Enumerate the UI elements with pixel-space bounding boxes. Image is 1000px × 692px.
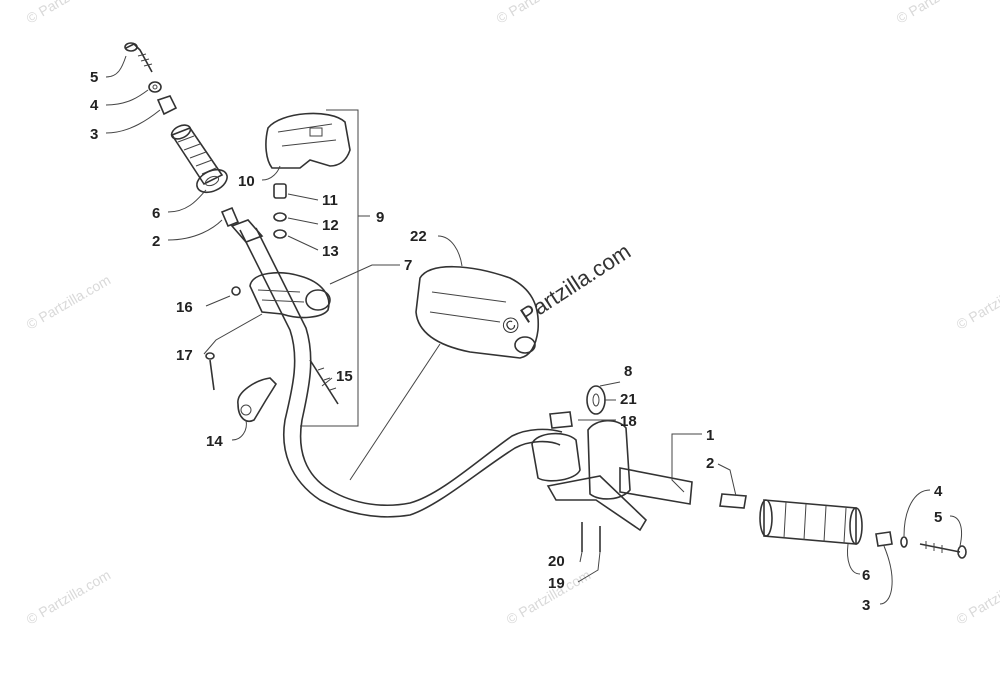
callout-2: 2	[706, 455, 714, 472]
leader-lines	[105, 55, 963, 605]
left-grip-parts	[124, 42, 240, 228]
callout-6: 6	[152, 205, 160, 222]
callout-6: 6	[862, 567, 870, 584]
callout-9: 9	[376, 209, 384, 226]
callout-19: 19	[548, 575, 565, 592]
callout-22: 22	[410, 228, 427, 245]
watermark-text: © Partzilla.com	[954, 272, 1000, 333]
watermark-text: © Partzilla.com	[954, 567, 1000, 628]
callout-5: 5	[934, 509, 942, 526]
callout-3: 3	[90, 126, 98, 143]
callout-7: 7	[404, 257, 412, 274]
callout-20: 20	[548, 553, 565, 570]
watermark-text: © Partzilla.com	[24, 272, 114, 333]
callout-2: 2	[152, 233, 160, 250]
callout-8: 8	[624, 363, 632, 380]
main-watermark: © Partzilla.com	[497, 238, 635, 340]
callout-14: 14	[206, 433, 223, 450]
handguard	[415, 265, 540, 359]
callout-3: 3	[862, 597, 870, 614]
callout-11: 11	[322, 192, 338, 209]
switch-housing	[265, 112, 351, 169]
callout-21: 21	[620, 391, 637, 408]
callout-numbers: 5 4 3 6 2 10 11 12 13 9 7 22 16 17 15 14…	[90, 69, 943, 614]
right-controls	[531, 385, 967, 559]
watermark-text: © Partzilla.com	[24, 567, 114, 628]
watermark-text: © Partzilla.com	[494, 0, 584, 27]
small-fasteners	[273, 183, 287, 239]
callout-4: 4	[934, 483, 943, 500]
handlebar	[230, 219, 563, 518]
callout-18: 18	[620, 413, 637, 430]
switch-body	[205, 272, 339, 422]
watermark-text: © Partzilla.com	[894, 0, 984, 27]
callout-16: 16	[176, 299, 193, 316]
callout-4: 4	[90, 97, 99, 114]
callout-1: 1	[706, 427, 714, 444]
callout-5: 5	[90, 69, 98, 86]
watermark-text: © Partzilla.com	[24, 0, 114, 27]
callout-10: 10	[238, 173, 255, 190]
callout-17: 17	[176, 347, 193, 364]
callout-15: 15	[336, 368, 353, 385]
callout-13: 13	[322, 243, 339, 260]
callout-12: 12	[322, 217, 339, 234]
